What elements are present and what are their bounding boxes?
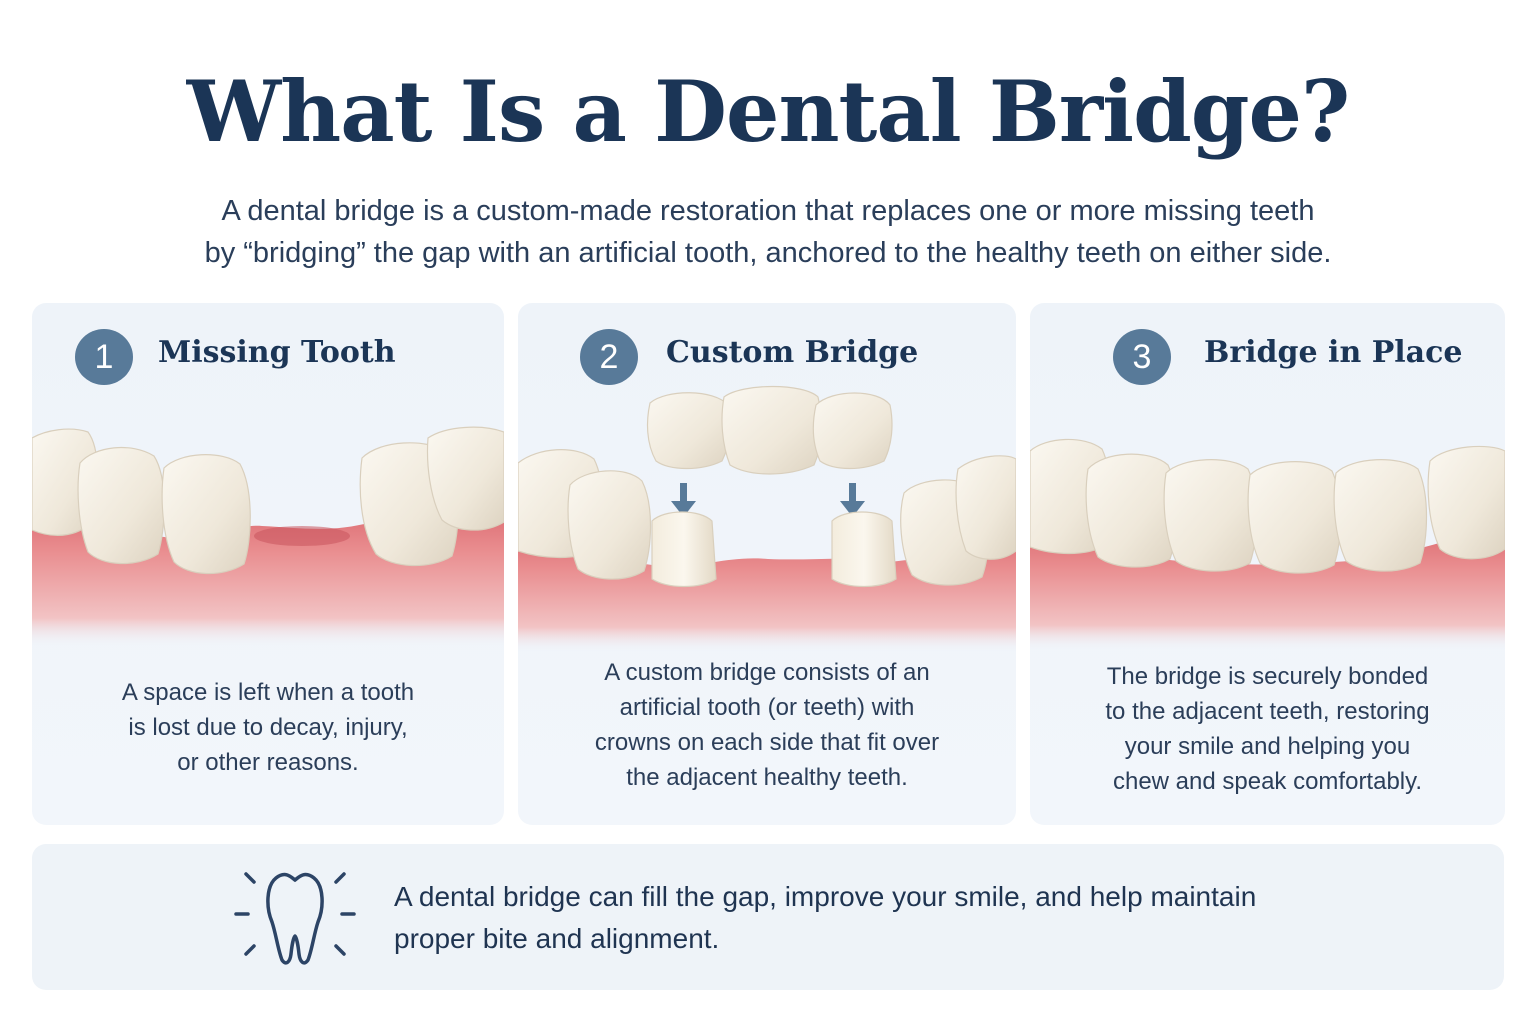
desc-line: A space is left when a tooth: [121, 679, 415, 706]
tooth-icon: [234, 872, 356, 965]
step-title: Custom Bridge: [666, 335, 919, 370]
desc-line: your smile and helping you: [1124, 733, 1411, 760]
desc-line: to the adjacent teeth, restoring: [1105, 698, 1430, 725]
intro-line: A dental bridge is a custom-made restora…: [221, 195, 1315, 227]
step-header: 2 Custom Bridge: [518, 329, 1016, 385]
desc-line: is lost due to decay, injury,: [128, 714, 408, 741]
step-description: A space is left when a tooth is lost due…: [52, 675, 484, 780]
custom-bridge-illustration: [518, 385, 1016, 653]
step-number-badge: 3: [1113, 329, 1171, 385]
intro-text: A dental bridge is a custom-made restora…: [120, 190, 1416, 274]
teeth-group: [32, 426, 504, 575]
summary-line: A dental bridge can fill the gap, improv…: [394, 881, 1257, 912]
down-arrow-icon: [671, 483, 696, 517]
desc-line: artificial tooth (or teeth) with: [619, 694, 915, 721]
teeth-group: [1030, 438, 1505, 574]
step-card-bridge-in-place: 3 Bridge in Place The bridge is securely…: [1030, 303, 1505, 825]
desc-line: The bridge is securely bonded: [1106, 663, 1429, 690]
desc-line: the adjacent healthy teeth.: [626, 764, 908, 791]
desc-line: A custom bridge consists of an: [604, 659, 930, 686]
desc-line: crowns on each side that fit over: [594, 729, 940, 756]
page-title: What Is a Dental Bridge?: [186, 62, 1350, 161]
intro-line: by “bridging” the gap with an artificial…: [204, 237, 1332, 269]
step-header: 1 Missing Tooth: [32, 329, 504, 385]
bridge-in-place-illustration: [1030, 438, 1505, 651]
summary-banner: A dental bridge can fill the gap, improv…: [32, 844, 1504, 990]
bridge-crown-unit: [646, 385, 893, 475]
step-card-missing-tooth: 1 Missing Tooth A space is left when a t…: [32, 303, 504, 825]
step-number-badge: 1: [75, 329, 133, 385]
down-arrow-icon: [840, 483, 865, 517]
desc-line: chew and speak comfortably.: [1112, 768, 1423, 795]
summary-text: A dental bridge can fill the gap, improv…: [394, 876, 1394, 960]
summary-line: proper bite and alignment.: [394, 923, 720, 954]
step-description: A custom bridge consists of an artificia…: [538, 655, 996, 795]
step-number-badge: 2: [580, 329, 638, 385]
desc-line: or other reasons.: [177, 749, 359, 776]
step-header: 3 Bridge in Place: [1030, 329, 1505, 385]
step-description: The bridge is securely bonded to the adj…: [1050, 659, 1485, 799]
step-title: Bridge in Place: [1204, 335, 1463, 370]
teeth-group: [518, 449, 1016, 588]
step-card-custom-bridge: 2 Custom Bridge A custom bridge consists…: [518, 303, 1016, 825]
missing-tooth-illustration: [32, 426, 504, 648]
step-title: Missing Tooth: [158, 335, 396, 370]
